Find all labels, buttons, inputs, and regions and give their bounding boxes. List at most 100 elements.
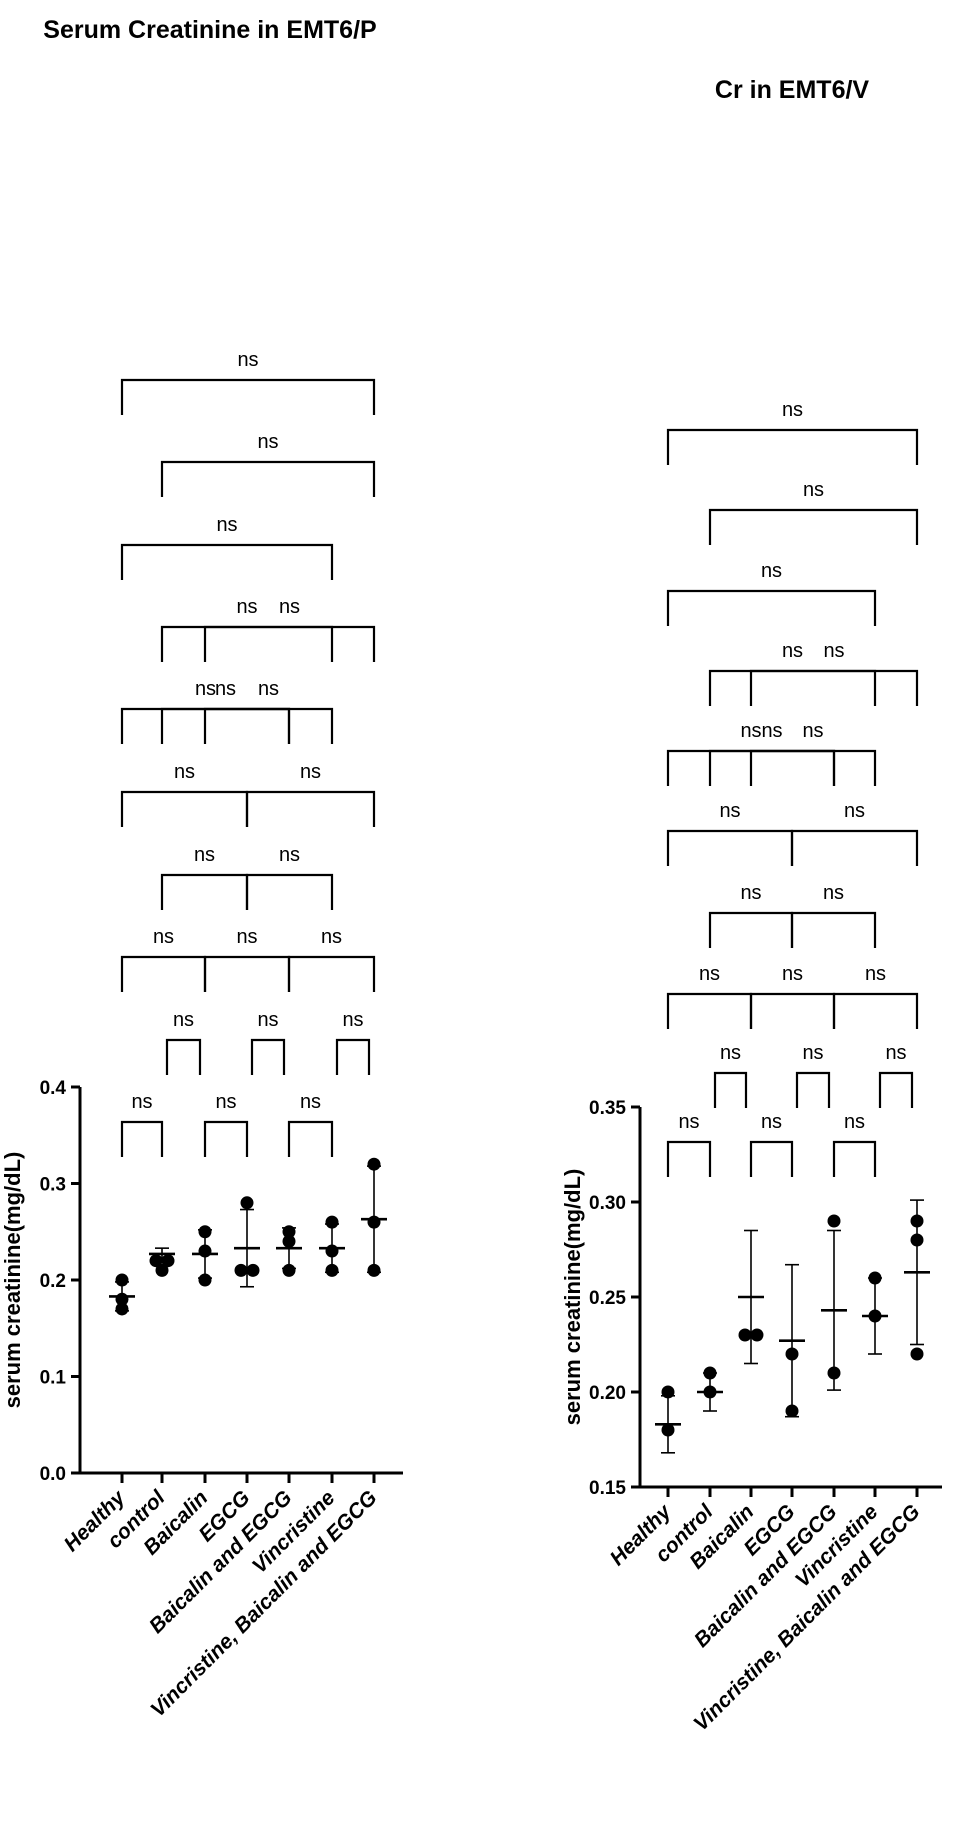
significance-label: ns bbox=[131, 1091, 152, 1113]
significance-bracket bbox=[245, 790, 376, 827]
data-point bbox=[234, 1263, 248, 1277]
significance-label: ns bbox=[258, 678, 279, 700]
significance-bracket bbox=[666, 992, 753, 1029]
significance-bracket bbox=[666, 749, 836, 786]
significance-label: ns bbox=[195, 678, 216, 700]
significance-bracket bbox=[287, 955, 376, 992]
data-point bbox=[827, 1214, 841, 1228]
significance-bracket bbox=[713, 1071, 748, 1108]
significance-label: ns bbox=[236, 926, 257, 948]
significance-label: ns bbox=[699, 963, 720, 985]
significance-label: ns bbox=[173, 1009, 194, 1031]
data-point bbox=[149, 1254, 163, 1268]
significance-label: ns bbox=[802, 720, 823, 742]
significance-bracket bbox=[203, 1120, 249, 1157]
significance-label: ns bbox=[803, 479, 824, 501]
significance-bracket bbox=[203, 625, 376, 662]
data-point bbox=[785, 1404, 799, 1418]
y-axis-label: serum creatinine(mg/dL) bbox=[560, 1169, 585, 1426]
significance-label: ns bbox=[174, 761, 195, 783]
significance-bracket bbox=[160, 625, 334, 662]
data-point bbox=[115, 1302, 129, 1316]
significance-bracket bbox=[708, 749, 836, 786]
data-point bbox=[161, 1254, 175, 1268]
data-point bbox=[115, 1292, 129, 1306]
significance-bracket bbox=[165, 1038, 202, 1075]
data-point bbox=[282, 1225, 296, 1239]
significance-bracket bbox=[795, 1071, 831, 1108]
data-point bbox=[785, 1347, 799, 1361]
significance-label: ns bbox=[865, 963, 886, 985]
significance-bracket bbox=[120, 378, 376, 415]
significance-label: ns bbox=[215, 1091, 236, 1113]
data-point bbox=[750, 1328, 764, 1342]
panel-emt6-p: Serum Creatinine in EMT6/P0.00.10.20.30.… bbox=[0, 16, 403, 1721]
data-point bbox=[325, 1215, 339, 1229]
significance-bracket bbox=[160, 873, 249, 910]
data-point bbox=[367, 1263, 381, 1277]
significance-label: ns bbox=[279, 596, 300, 618]
significance-bracket bbox=[666, 829, 794, 866]
data-point bbox=[367, 1157, 381, 1171]
data-point bbox=[738, 1328, 752, 1342]
data-point bbox=[703, 1385, 717, 1399]
significance-label: ns bbox=[782, 963, 803, 985]
data-point bbox=[282, 1263, 296, 1277]
significance-bracket bbox=[203, 707, 334, 744]
significance-label: ns bbox=[279, 844, 300, 866]
significance-label: ns bbox=[321, 926, 342, 948]
y-tick-label: 0.15 bbox=[589, 1478, 626, 1499]
significance-bracket bbox=[708, 669, 877, 706]
significance-label: ns bbox=[153, 926, 174, 948]
significance-label: ns bbox=[761, 720, 782, 742]
significance-bracket bbox=[832, 992, 919, 1029]
significance-bracket bbox=[708, 911, 794, 948]
data-point bbox=[246, 1263, 260, 1277]
significance-bracket bbox=[203, 955, 291, 992]
significance-bracket bbox=[120, 707, 291, 744]
significance-label: ns bbox=[885, 1042, 906, 1064]
significance-bracket bbox=[250, 1038, 286, 1075]
significance-bracket bbox=[245, 873, 334, 910]
significance-label: ns bbox=[194, 844, 215, 866]
data-point bbox=[661, 1423, 675, 1437]
data-point bbox=[868, 1309, 882, 1323]
data-point bbox=[910, 1233, 924, 1247]
significance-label: ns bbox=[740, 882, 761, 904]
significance-label: ns bbox=[761, 560, 782, 582]
y-axis-label: serum creatinine(mg/dL) bbox=[0, 1152, 25, 1409]
significance-bracket bbox=[708, 508, 919, 545]
significance-bracket bbox=[790, 911, 877, 948]
y-tick-label: 0.0 bbox=[40, 1464, 66, 1485]
significance-bracket bbox=[749, 749, 877, 786]
significance-label: ns bbox=[782, 399, 803, 421]
significance-label: ns bbox=[782, 640, 803, 662]
y-tick-label: 0.2 bbox=[40, 1271, 66, 1292]
significance-label: ns bbox=[215, 678, 236, 700]
data-point bbox=[115, 1273, 129, 1287]
significance-label: ns bbox=[237, 349, 258, 371]
significance-bracket bbox=[749, 669, 919, 706]
data-point bbox=[325, 1244, 339, 1258]
data-point bbox=[198, 1273, 212, 1287]
data-point bbox=[282, 1234, 296, 1248]
data-point bbox=[367, 1215, 381, 1229]
significance-label: ns bbox=[257, 1009, 278, 1031]
data-point bbox=[827, 1366, 841, 1380]
significance-bracket bbox=[287, 1120, 334, 1157]
significance-bracket bbox=[790, 829, 919, 866]
significance-bracket bbox=[749, 1140, 794, 1177]
significance-bracket bbox=[160, 707, 291, 744]
data-point bbox=[198, 1225, 212, 1239]
significance-label: ns bbox=[236, 596, 257, 618]
significance-label: ns bbox=[740, 720, 761, 742]
data-point bbox=[240, 1196, 254, 1210]
data-point bbox=[325, 1263, 339, 1277]
significance-bracket bbox=[832, 1140, 877, 1177]
significance-label: ns bbox=[802, 1042, 823, 1064]
data-point bbox=[910, 1347, 924, 1361]
significance-label: ns bbox=[823, 640, 844, 662]
significance-bracket bbox=[120, 543, 334, 580]
significance-bracket bbox=[120, 1120, 164, 1157]
